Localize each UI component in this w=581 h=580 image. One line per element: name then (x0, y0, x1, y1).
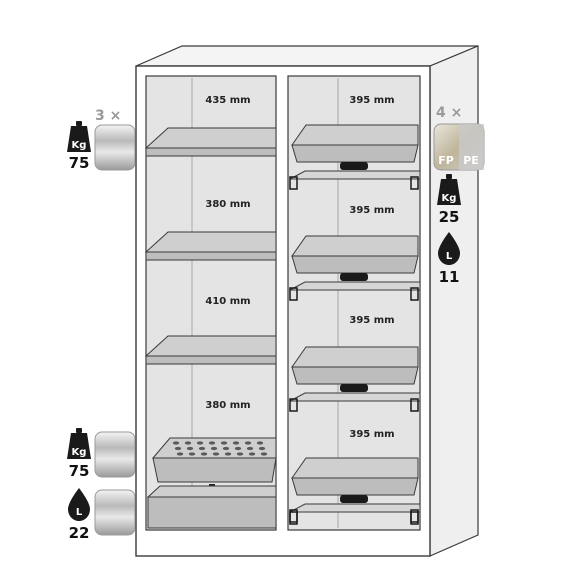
bottom-volume-value: 22 (69, 524, 90, 542)
tray-weight-value: 25 (439, 208, 460, 226)
material-fp: FP (438, 154, 454, 167)
shelf-load-annotation: 3 × Kg 75 (67, 108, 136, 172)
left-height-1: 435 mm (205, 95, 250, 106)
right-tray-2 (289, 235, 421, 301)
right-tray-4 (289, 457, 421, 523)
right-tray-3 (289, 346, 421, 412)
perforation-hole (200, 452, 208, 456)
perforation-hole (248, 452, 256, 456)
perforation-hole (256, 441, 264, 445)
perforation-hole (232, 441, 240, 445)
right-tray-1 (289, 124, 421, 190)
right-height-1: 395 mm (349, 95, 394, 106)
shelf-weight-value: 75 (69, 154, 90, 172)
bottom-volume-unit: L (76, 507, 83, 518)
perforation-hole (220, 441, 228, 445)
bottom-weight-unit: Kg (72, 447, 87, 458)
tray-load-annotation: 4 × FP PE Kg 25 L 11 (433, 105, 485, 286)
left-shelf-1 (144, 127, 277, 157)
shelf-count: 3 × (95, 108, 121, 124)
left-shelf-3 (144, 335, 277, 365)
right-height-2: 395 mm (349, 205, 394, 216)
perforation-hole (198, 446, 206, 451)
perforation-hole (186, 446, 194, 451)
tray-volume-value: 11 (439, 268, 460, 286)
cabinet-top (135, 45, 479, 67)
perforation-hole (258, 446, 266, 451)
drop-icon: L (438, 232, 460, 265)
left-height-3: 410 mm (205, 296, 250, 307)
right-height-4: 395 mm (349, 429, 394, 440)
perforation-hole (176, 452, 184, 456)
perforation-hole (212, 452, 220, 456)
perforation-hole (196, 441, 204, 445)
left-height-4: 380 mm (205, 400, 250, 411)
perforation-hole (188, 452, 196, 456)
bottom-load-annotation: Kg 75 L 22 (67, 428, 136, 542)
perforation-hole (224, 452, 232, 456)
right-bottom-rail (289, 511, 419, 525)
shelf-thumbnail (94, 124, 136, 171)
left-shelf-2 (144, 231, 277, 261)
perforation-hole (236, 452, 244, 456)
cabinet-side (429, 45, 479, 557)
perforation-hole (184, 441, 192, 445)
bottom-sump (146, 485, 277, 529)
perforation-hole (244, 441, 252, 445)
sump-thumbnail (94, 489, 136, 536)
perforation-hole (222, 446, 230, 451)
perforation-hole (234, 446, 242, 451)
right-height-3: 395 mm (349, 315, 394, 326)
weight-icon: Kg (67, 428, 91, 459)
material-pe: PE (463, 154, 479, 167)
perforation-hole (174, 446, 182, 451)
right-dimension-labels: 395 mm 395 mm 395 mm 395 mm (349, 95, 394, 440)
weight-icon: Kg (437, 174, 461, 205)
right-compartment (287, 75, 421, 531)
drop-icon: L (68, 488, 90, 521)
left-dimension-labels: 435 mm 380 mm 410 mm 380 mm (205, 95, 250, 411)
insert-thumbnail (94, 431, 136, 478)
shelf-weight-unit: Kg (72, 140, 87, 151)
left-compartment (144, 75, 277, 531)
material-swatch: FP PE (433, 123, 485, 171)
tray-volume-unit: L (446, 251, 453, 262)
perforation-hole (246, 446, 254, 451)
left-height-2: 380 mm (205, 199, 250, 210)
tray-weight-unit: Kg (442, 193, 457, 204)
perforation-hole (260, 452, 268, 456)
perforated-insert (151, 437, 277, 483)
perforation-hole (208, 441, 216, 445)
perforation-hole (210, 446, 218, 451)
tray-count: 4 × (436, 105, 462, 121)
perforation-hole (172, 441, 180, 445)
bottom-weight-value: 75 (69, 462, 90, 480)
weight-icon: Kg (67, 121, 91, 152)
